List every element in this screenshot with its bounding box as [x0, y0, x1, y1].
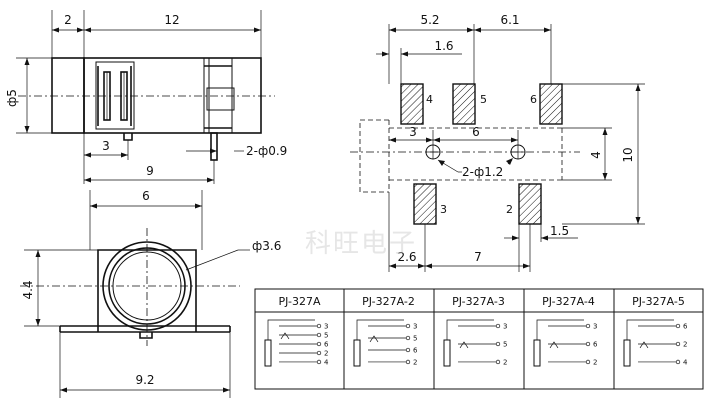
watermark: 科旺电子 — [305, 229, 417, 259]
fp-dim-5-2: 5.2 — [420, 13, 439, 27]
fp-dim-4: 4 — [589, 151, 603, 159]
fp-hole-callout: 2-ф1.2 — [462, 165, 503, 179]
fp-dim-10: 10 — [621, 147, 635, 162]
model-pin-label: 4 — [683, 358, 688, 366]
front-dim-9-2: 9.2 — [135, 373, 154, 387]
model-cell: PJ-327A-2 3 5 6 2 — [353, 295, 418, 367]
side-pin-callout: 2-ф0.9 — [246, 144, 287, 158]
jack-symbol — [353, 339, 361, 367]
model-pin-label: 3 — [593, 323, 597, 331]
model-name: PJ-327A-3 — [452, 295, 505, 308]
pad-label-5: 5 — [480, 93, 487, 106]
models-table: PJ-327A35624PJ-327A-23562PJ-327A-3352PJ-… — [254, 288, 704, 390]
jack-symbol — [533, 339, 541, 367]
fp-dim-1-6: 1.6 — [434, 39, 453, 53]
model-pin-label: 2 — [503, 358, 507, 366]
model-pin-label: 3 — [413, 323, 417, 331]
model-pin-label: 2 — [593, 358, 597, 366]
model-name: PJ-327A — [279, 295, 321, 308]
model-pin-label: 6 — [324, 340, 329, 348]
fp-dim-1-5: 1.5 — [550, 224, 569, 238]
model-cell: PJ-327A-4 3 6 2 — [533, 295, 598, 367]
model-pin-label: 2 — [683, 340, 687, 348]
jack-symbol — [264, 339, 272, 367]
front-dim-6: 6 — [142, 189, 150, 203]
pad-label-3: 3 — [440, 203, 447, 216]
jack-symbol — [623, 339, 631, 367]
model-pin-label: 5 — [503, 340, 507, 348]
model-pin-label: 6 — [413, 346, 418, 354]
pad-label-6: 6 — [530, 93, 537, 106]
fp-dim-7: 7 — [474, 250, 482, 264]
model-name: PJ-327A-5 — [632, 295, 685, 308]
model-pin-label: 3 — [503, 323, 507, 331]
model-cell: PJ-327A-5 6 2 4 — [623, 295, 688, 367]
model-pin-label: 6 — [683, 323, 688, 331]
model-pin-label: 6 — [593, 340, 598, 348]
footprint-view: 5.2 6.1 1.6 4 5 6 3 2 — [350, 13, 645, 272]
fp-dim-6-1: 6.1 — [500, 13, 519, 27]
front-view: 6 ф3.6 4.4 9.2 — [20, 189, 281, 398]
fp-dim-6: 6 — [472, 125, 480, 139]
side-dim-dia5: ф5 — [5, 89, 19, 107]
model-pin-label: 2 — [324, 349, 328, 357]
side-dim-12: 12 — [164, 13, 179, 27]
fp-dim-2-6: 2.6 — [397, 250, 416, 264]
model-pin-label: 3 — [324, 323, 328, 331]
model-cell: PJ-327A-3 3 5 2 — [443, 295, 507, 367]
side-view: 2 12 ф5 — [5, 10, 287, 184]
pad-label-2: 2 — [506, 203, 513, 216]
front-dim-dia3-6: ф3.6 — [252, 239, 281, 253]
model-pin-label: 4 — [324, 358, 329, 366]
model-pin-label: 5 — [324, 331, 328, 339]
model-name: PJ-327A-4 — [542, 295, 595, 308]
fp-dim-3: 3 — [409, 125, 417, 139]
side-dim-3: 3 — [102, 139, 110, 153]
model-name: PJ-327A-2 — [362, 295, 415, 308]
jack-symbol — [443, 339, 451, 367]
side-dim-9: 9 — [146, 164, 154, 178]
front-dim-4-4: 4.4 — [21, 280, 35, 299]
pad-label-4: 4 — [426, 93, 433, 106]
model-pin-label: 2 — [413, 358, 417, 366]
model-pin-label: 5 — [413, 334, 417, 342]
side-dim-2: 2 — [64, 13, 72, 27]
